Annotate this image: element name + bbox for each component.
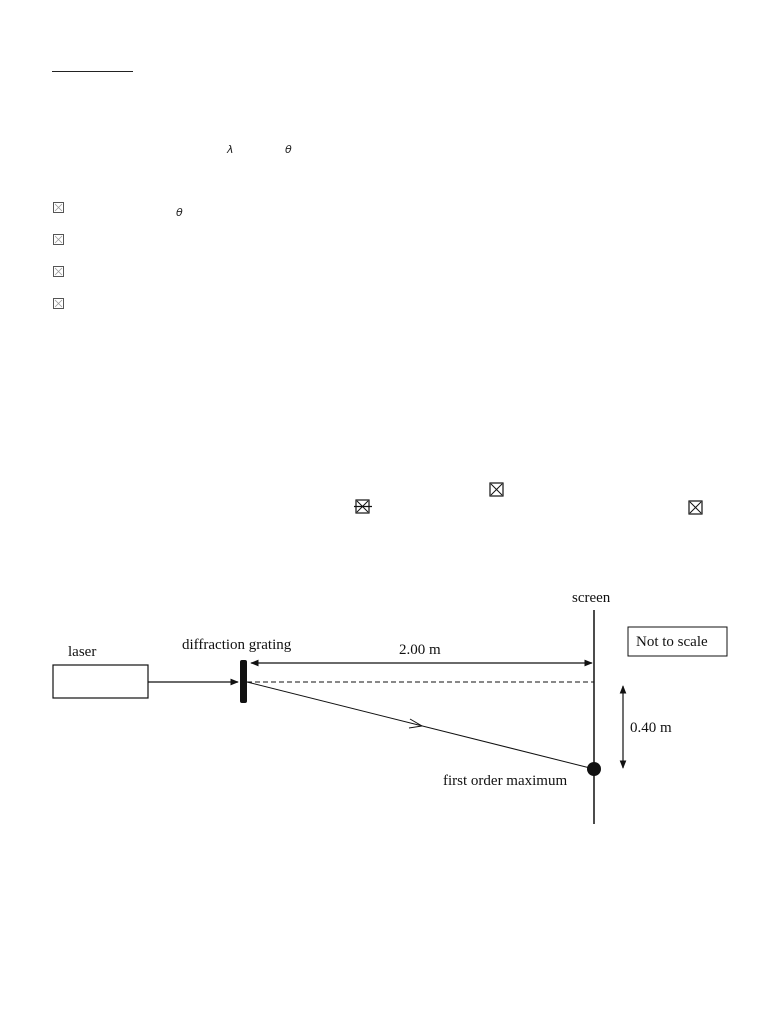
grating-label: diffraction grating (182, 637, 292, 653)
diffraction-grating (240, 660, 247, 703)
laser-box (52, 664, 149, 699)
option-b-checkbox[interactable] (53, 234, 64, 245)
screen-label: screen (572, 590, 611, 606)
option-d-checkbox[interactable] (53, 298, 64, 309)
not-to-scale-label: Not to scale (636, 634, 708, 650)
laser-label: laser (68, 644, 96, 660)
option-a-theta-symbol: θ (176, 206, 183, 219)
height-label: 0.40 m (630, 720, 672, 736)
diffraction-diagram: laser diffraction grating 2.00 m screen … (52, 590, 728, 824)
distance-label: 2.00 m (399, 642, 441, 658)
maximum-label: first order maximum (443, 773, 567, 789)
option-c-checkbox[interactable] (53, 266, 64, 277)
crossed-box-icon (489, 482, 504, 497)
crossed-box-struck-icon (354, 499, 372, 514)
not-to-scale-box (627, 626, 728, 657)
ray-direction-arrow (408, 718, 424, 729)
lambda-symbol: λ (227, 143, 234, 156)
first-order-maximum-dot (587, 762, 601, 776)
crossed-box-icon (688, 500, 703, 515)
option-a-checkbox[interactable] (53, 202, 64, 213)
theta-symbol: θ (285, 143, 292, 156)
heading-underline (52, 71, 133, 72)
